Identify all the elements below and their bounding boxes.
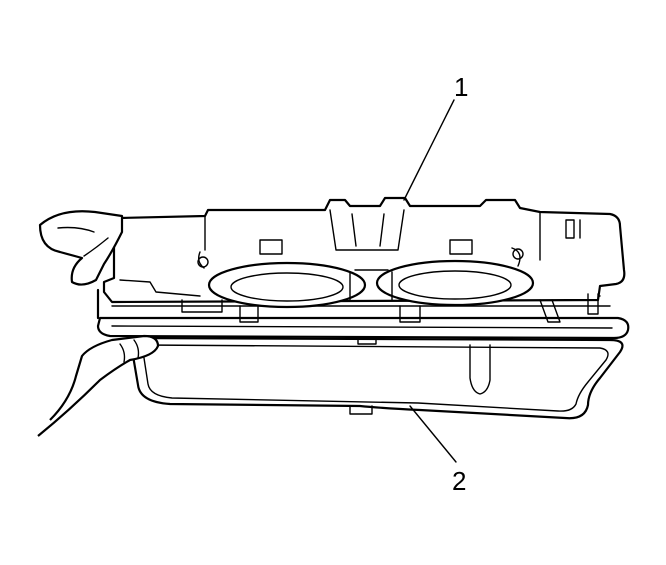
housing-details [119,279,599,323]
callout-2: 2 [409,405,466,496]
blower-openings [207,259,535,309]
lower-cover [128,331,624,420]
upper-hand [38,210,124,286]
lower-hand [37,334,160,437]
callout-1: 1 [403,72,468,201]
callout-2-label: 2 [452,466,466,496]
callout-1-label: 1 [454,72,468,102]
